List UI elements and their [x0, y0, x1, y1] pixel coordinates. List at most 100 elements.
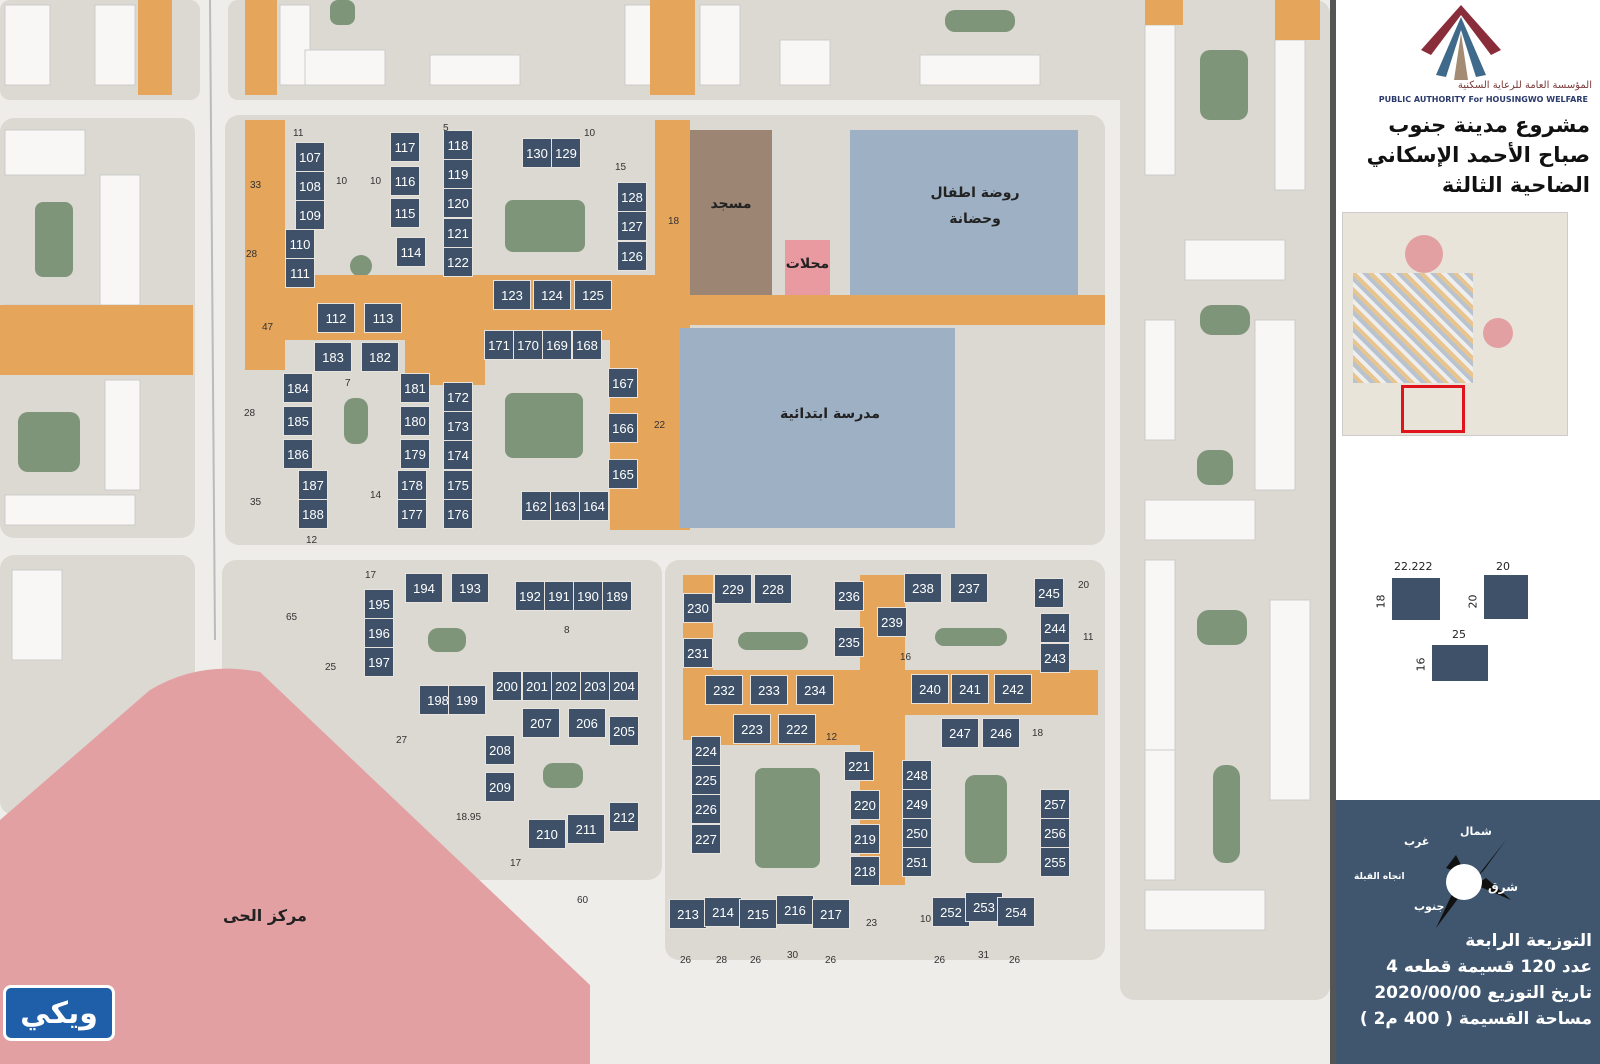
- plot-174[interactable]: 174: [443, 440, 473, 470]
- plot-211[interactable]: 211: [567, 814, 605, 844]
- plot-195[interactable]: 195: [364, 589, 394, 619]
- plot-222[interactable]: 222: [778, 714, 816, 744]
- plot-163[interactable]: 163: [550, 491, 580, 521]
- plot-170[interactable]: 170: [513, 330, 543, 360]
- plot-108[interactable]: 108: [295, 171, 325, 201]
- plot-257[interactable]: 257: [1040, 789, 1070, 819]
- plot-209[interactable]: 209: [485, 772, 515, 802]
- plot-175[interactable]: 175: [443, 470, 473, 500]
- plot-114[interactable]: 114: [396, 237, 426, 267]
- plot-225[interactable]: 225: [691, 765, 721, 795]
- plot-233[interactable]: 233: [750, 675, 788, 705]
- plot-218[interactable]: 218: [850, 856, 880, 886]
- plot-236[interactable]: 236: [834, 581, 864, 611]
- plot-235[interactable]: 235: [834, 627, 864, 657]
- plot-213[interactable]: 213: [669, 899, 707, 929]
- plot-191[interactable]: 191: [544, 581, 574, 611]
- plot-232[interactable]: 232: [705, 675, 743, 705]
- plot-182[interactable]: 182: [361, 342, 399, 372]
- plot-256[interactable]: 256: [1040, 818, 1070, 848]
- plot-242[interactable]: 242: [994, 674, 1032, 704]
- plot-194[interactable]: 194: [405, 573, 443, 603]
- plot-120[interactable]: 120: [443, 188, 473, 218]
- plot-197[interactable]: 197: [364, 647, 394, 677]
- plot-224[interactable]: 224: [691, 736, 721, 766]
- plot-229[interactable]: 229: [714, 574, 752, 604]
- plot-230[interactable]: 230: [683, 593, 713, 623]
- plot-202[interactable]: 202: [551, 671, 581, 701]
- plot-243[interactable]: 243: [1040, 643, 1070, 673]
- plot-186[interactable]: 186: [283, 439, 313, 469]
- plot-241[interactable]: 241: [951, 674, 989, 704]
- plot-126[interactable]: 126: [617, 241, 647, 271]
- plot-238[interactable]: 238: [904, 573, 942, 603]
- plot-251[interactable]: 251: [902, 847, 932, 877]
- plot-112[interactable]: 112: [317, 303, 355, 333]
- plot-212[interactable]: 212: [609, 802, 639, 832]
- plot-169[interactable]: 169: [542, 330, 572, 360]
- plot-196[interactable]: 196: [364, 618, 394, 648]
- plot-184[interactable]: 184: [283, 373, 313, 403]
- plot-183[interactable]: 183: [314, 342, 352, 372]
- plot-121[interactable]: 121: [443, 218, 473, 248]
- plot-125[interactable]: 125: [574, 280, 612, 310]
- plot-223[interactable]: 223: [733, 714, 771, 744]
- plot-228[interactable]: 228: [754, 574, 792, 604]
- plot-244[interactable]: 244: [1040, 613, 1070, 643]
- plot-205[interactable]: 205: [609, 716, 639, 746]
- plot-207[interactable]: 207: [522, 708, 560, 738]
- plot-226[interactable]: 226: [691, 794, 721, 824]
- plot-231[interactable]: 231: [683, 638, 713, 668]
- plot-173[interactable]: 173: [443, 411, 473, 441]
- plot-254[interactable]: 254: [997, 897, 1035, 927]
- plot-234[interactable]: 234: [796, 675, 834, 705]
- plot-118[interactable]: 118: [443, 130, 473, 160]
- plot-171[interactable]: 171: [484, 330, 514, 360]
- plot-181[interactable]: 181: [400, 373, 430, 403]
- plot-199[interactable]: 199: [448, 685, 486, 715]
- plot-116[interactable]: 116: [390, 166, 420, 196]
- plot-107[interactable]: 107: [295, 142, 325, 172]
- plot-193[interactable]: 193: [451, 573, 489, 603]
- plot-165[interactable]: 165: [608, 459, 638, 489]
- plot-239[interactable]: 239: [877, 607, 907, 637]
- plot-189[interactable]: 189: [602, 581, 632, 611]
- plot-216[interactable]: 216: [776, 895, 814, 925]
- plot-201[interactable]: 201: [522, 671, 552, 701]
- plot-252[interactable]: 252: [932, 897, 970, 927]
- plot-250[interactable]: 250: [902, 818, 932, 848]
- plot-245[interactable]: 245: [1034, 578, 1064, 608]
- plot-240[interactable]: 240: [911, 674, 949, 704]
- plot-208[interactable]: 208: [485, 735, 515, 765]
- plot-215[interactable]: 215: [739, 899, 777, 929]
- plot-130[interactable]: 130: [522, 138, 552, 168]
- plot-172[interactable]: 172: [443, 382, 473, 412]
- plot-179[interactable]: 179: [400, 439, 430, 469]
- plot-200[interactable]: 200: [492, 671, 522, 701]
- plot-109[interactable]: 109: [295, 200, 325, 230]
- plot-124[interactable]: 124: [533, 280, 571, 310]
- plot-246[interactable]: 246: [982, 718, 1020, 748]
- plot-110[interactable]: 110: [285, 229, 315, 259]
- plot-117[interactable]: 117: [390, 132, 420, 162]
- plot-177[interactable]: 177: [397, 499, 427, 529]
- plot-123[interactable]: 123: [493, 280, 531, 310]
- plot-166[interactable]: 166: [608, 413, 638, 443]
- plot-176[interactable]: 176: [443, 499, 473, 529]
- plot-127[interactable]: 127: [617, 211, 647, 241]
- plot-162[interactable]: 162: [521, 491, 551, 521]
- plot-164[interactable]: 164: [579, 491, 609, 521]
- plot-210[interactable]: 210: [528, 819, 566, 849]
- plot-203[interactable]: 203: [580, 671, 610, 701]
- plot-214[interactable]: 214: [704, 897, 742, 927]
- plot-247[interactable]: 247: [941, 718, 979, 748]
- map-area[interactable]: مسجد محلات روضة اطفال وحضانة مدرسة ابتدا…: [0, 0, 1330, 1064]
- plot-115[interactable]: 115: [390, 198, 420, 228]
- plot-188[interactable]: 188: [298, 499, 328, 529]
- plot-249[interactable]: 249: [902, 789, 932, 819]
- plot-227[interactable]: 227: [691, 824, 721, 854]
- plot-185[interactable]: 185: [283, 406, 313, 436]
- plot-187[interactable]: 187: [298, 470, 328, 500]
- plot-253[interactable]: 253: [965, 892, 1003, 922]
- plot-111[interactable]: 111: [285, 258, 315, 288]
